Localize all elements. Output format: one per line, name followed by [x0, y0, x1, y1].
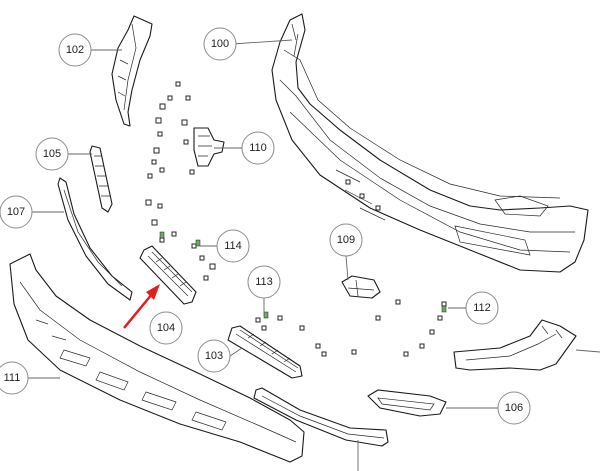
highlight-arrow [123, 284, 160, 329]
callout-100[interactable]: 100 [203, 27, 237, 61]
part-109-bracket [341, 275, 381, 299]
part-111-lower-valance [9, 253, 305, 463]
callout-112[interactable]: 112 [465, 291, 499, 325]
callout-label: 100 [211, 38, 229, 50]
callout-label: 104 [157, 322, 175, 334]
part-right-bracket [453, 319, 577, 371]
leader-right-bracket [575, 349, 600, 353]
part-104-grille-insert [139, 245, 197, 305]
callout-label: 109 [337, 234, 355, 246]
part-lower-trim-strip [253, 387, 389, 447]
part-110-bracket [193, 127, 225, 167]
callout-103[interactable]: 103 [197, 339, 231, 373]
callout-label: 110 [249, 142, 267, 154]
callout-label: 102 [66, 44, 84, 56]
leader-109 [345, 255, 349, 281]
callout-105[interactable]: 105 [35, 137, 69, 171]
fasteners-group [145, 81, 447, 357]
callout-102[interactable]: 102 [58, 33, 92, 67]
callout-label: 111 [4, 372, 21, 384]
callout-114[interactable]: 114 [216, 229, 250, 263]
callout-label: 105 [43, 148, 61, 160]
callout-104[interactable]: 104 [149, 311, 183, 345]
callout-113[interactable]: 113 [247, 265, 281, 299]
callout-label: 113 [255, 276, 273, 288]
part-106-lamp-bezel [367, 389, 447, 417]
callout-106[interactable]: 106 [497, 391, 531, 425]
callout-107[interactable]: 107 [0, 195, 33, 229]
part-105-grille-strip [89, 145, 113, 213]
leader-103 [229, 347, 243, 357]
callout-label: 114 [224, 240, 242, 252]
callout-label: 103 [205, 350, 223, 362]
callout-label: 112 [473, 302, 491, 314]
part-102-side-bracket [111, 15, 153, 127]
part-103-grille-insert [227, 325, 303, 379]
callout-110[interactable]: 110 [241, 131, 275, 165]
part-107-trim-strip [57, 177, 133, 301]
callout-label: 106 [505, 402, 523, 414]
leader-lines [26, 39, 600, 471]
part-100-bumper-cover [271, 13, 589, 273]
callout-111[interactable]: 111 [0, 361, 29, 395]
leader-100 [231, 39, 293, 45]
callout-label: 107 [7, 206, 25, 218]
callout-109[interactable]: 109 [329, 223, 363, 257]
